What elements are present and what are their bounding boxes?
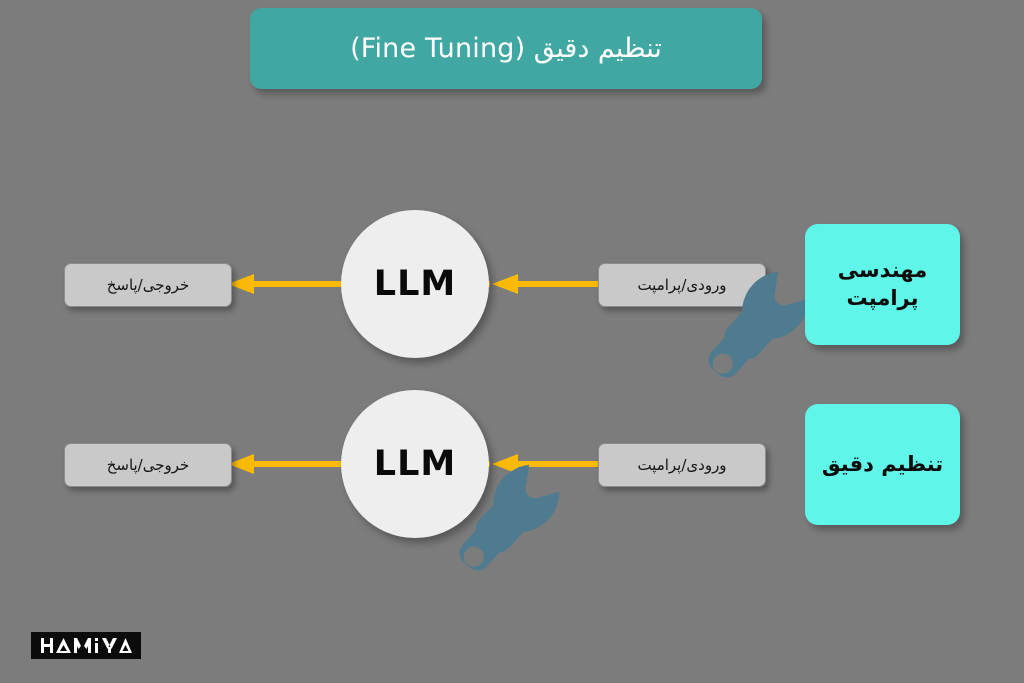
llm-node-row1: LLM [341,210,489,358]
input-box-row1: ورودی/پرامپت [598,263,766,307]
input-box-label: ورودی/پرامپت [637,276,727,294]
input-box-label: ورودی/پرامپت [637,456,727,474]
page-title: تنظیم دقیق (Fine Tuning) [350,33,662,64]
arrow-left-icon-input-top [492,274,602,294]
card-fine-tuning: تنظیم دقیق [805,404,960,525]
hamiya-logo-icon [41,638,132,653]
card-prompt-engineering: مهندسی پرامپت [805,224,960,345]
title-banner: تنظیم دقیق (Fine Tuning) [250,8,762,89]
brand-logo [31,632,141,659]
input-box-row2: ورودی/پرامپت [598,443,766,487]
output-box-row2: خروجی/پاسخ [64,443,232,487]
arrow-left-icon-input-bottom [492,454,602,474]
card-label-line2: پرامپت [846,285,919,310]
card-prompt-engineering-label: مهندسی پرامپت [832,257,933,312]
card-fine-tuning-label: تنظیم دقیق [821,451,944,476]
wrench-icon-row2 [459,464,560,571]
output-box-row1: خروجی/پاسخ [64,263,232,307]
output-box-label: خروجی/پاسخ [106,276,190,294]
llm-node-row2: LLM [341,390,489,538]
output-box-label: خروجی/پاسخ [106,456,190,474]
wrench-icon-row1 [708,271,809,378]
card-label-line1: مهندسی [837,257,928,282]
llm-label: LLM [373,444,457,484]
llm-label: LLM [373,264,457,304]
